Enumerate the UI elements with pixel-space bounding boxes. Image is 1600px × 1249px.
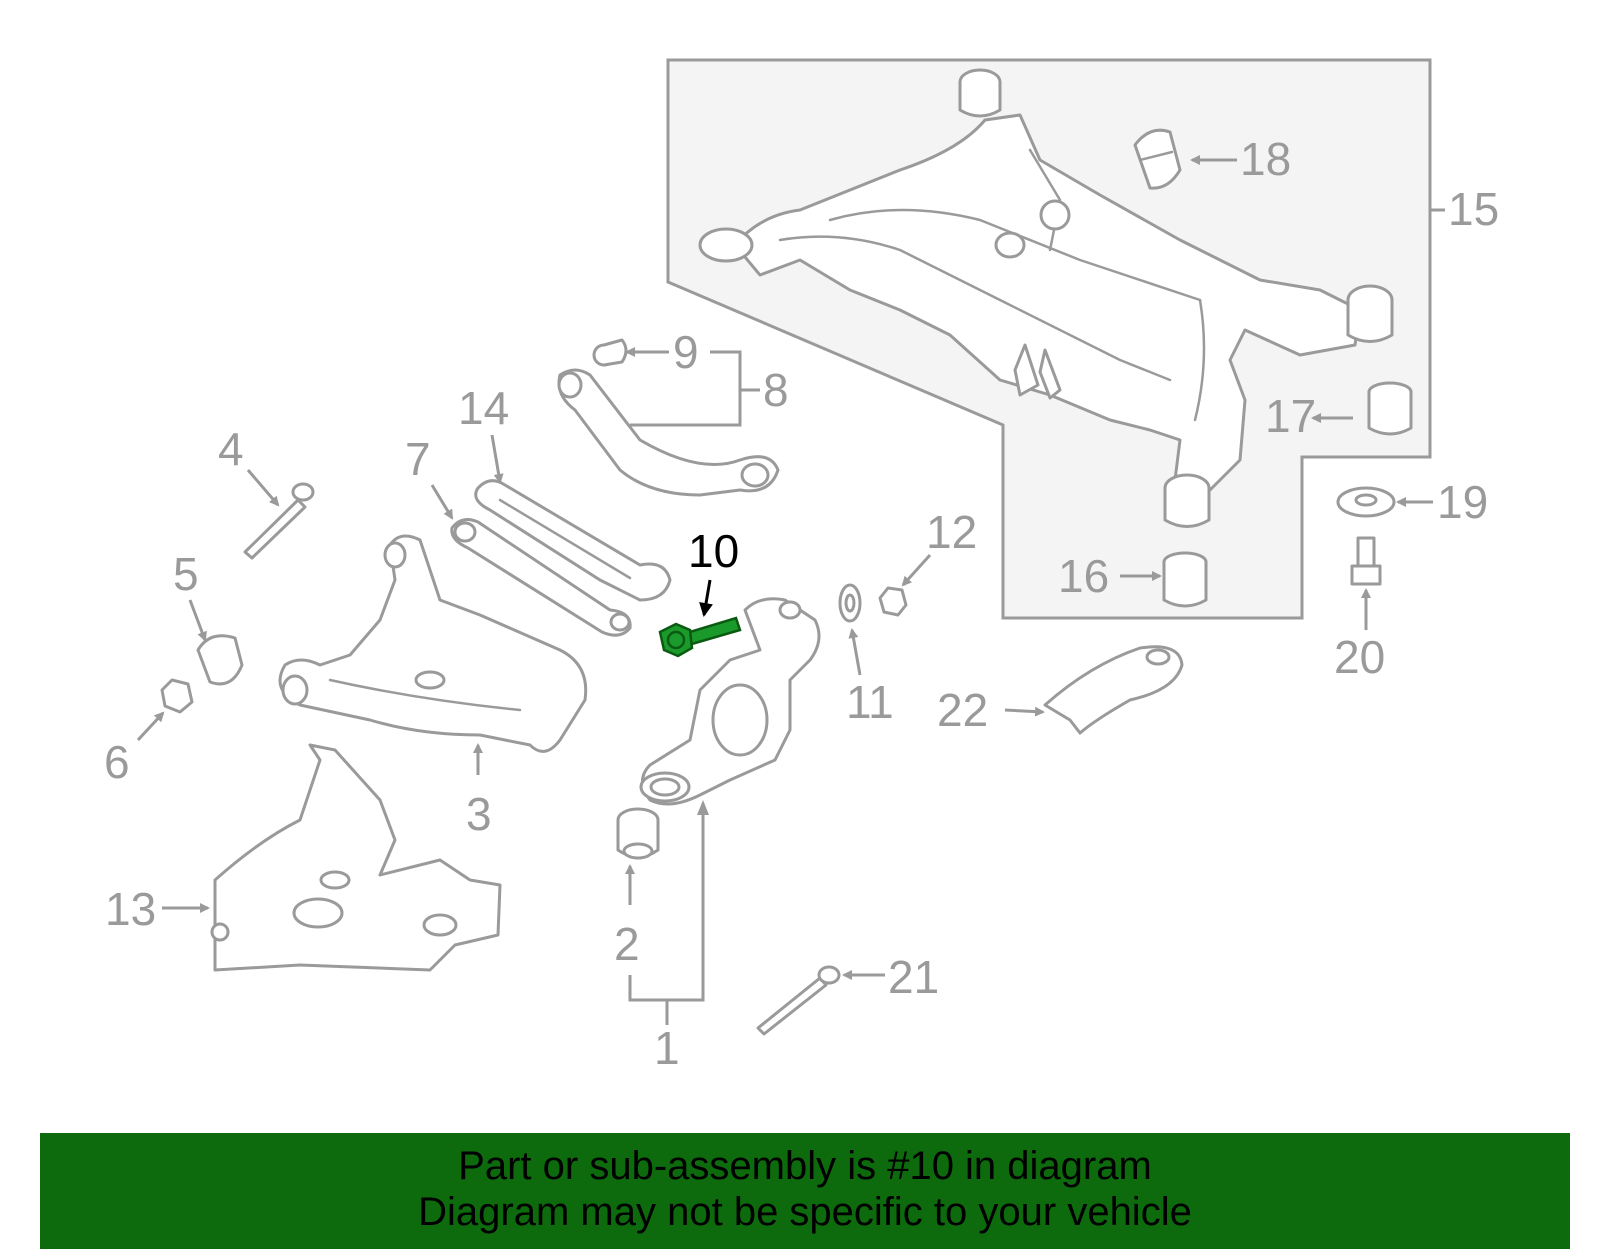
callout-3: 3 — [466, 788, 492, 840]
part-5-bushing — [196, 634, 244, 686]
callout-21: 21 — [888, 951, 939, 1003]
callout-15: 15 — [1448, 183, 1499, 235]
callout-10: 10 — [688, 525, 739, 577]
callout-4: 4 — [218, 423, 244, 475]
callout-5: 5 — [173, 548, 199, 600]
callout-18: 18 — [1240, 133, 1291, 185]
part-1-knuckle — [639, 597, 821, 806]
part-22-bracket — [1043, 645, 1184, 735]
part-16-bushing — [1162, 551, 1208, 608]
part-8-upper-arm — [557, 368, 780, 497]
info-banner: Part or sub-assembly is #10 in diagram D… — [40, 1133, 1570, 1249]
callout-19: 19 — [1437, 476, 1488, 528]
callout-8: 8 — [763, 364, 789, 416]
callout-22: 22 — [937, 684, 988, 736]
callout-2: 2 — [614, 918, 640, 970]
part-9-bushing — [592, 338, 628, 367]
callout-labels: 1 2 3 4 5 6 7 8 9 10 11 12 13 14 15 16 1… — [104, 133, 1499, 1074]
part-12-nut — [878, 586, 908, 617]
part-2-bushing — [616, 807, 660, 860]
part-10-bolt-highlighted[interactable] — [658, 616, 742, 658]
banner-line-1: Part or sub-assembly is #10 in diagram — [458, 1144, 1152, 1188]
part-11-washer — [838, 583, 862, 623]
banner-line-2: Diagram may not be specific to your vehi… — [418, 1190, 1192, 1234]
callout-6: 6 — [104, 736, 130, 788]
subframe-crossmember — [698, 68, 1394, 528]
callout-20: 20 — [1334, 631, 1385, 683]
part-20-bolt — [1350, 536, 1382, 586]
callout-13: 13 — [105, 883, 156, 935]
callout-14: 14 — [458, 382, 509, 434]
callout-1: 1 — [654, 1022, 680, 1074]
callout-17: 17 — [1265, 390, 1316, 442]
callout-12: 12 — [926, 506, 977, 558]
callout-9: 9 — [673, 326, 699, 378]
leader-lines — [136, 155, 1445, 1025]
callout-7: 7 — [405, 433, 431, 485]
part-17-bushing — [1367, 381, 1413, 436]
part-6-nut — [160, 678, 194, 714]
part-19-washer — [1336, 486, 1396, 518]
part-3-lower-arm — [278, 534, 588, 753]
callout-16: 16 — [1058, 550, 1109, 602]
part-4-bolt — [243, 482, 315, 560]
part-13-shield — [210, 743, 502, 972]
callout-11: 11 — [846, 676, 894, 728]
part-18-bushing — [1133, 128, 1182, 190]
part-21-bolt — [756, 965, 841, 1036]
part-7-link — [450, 518, 632, 637]
